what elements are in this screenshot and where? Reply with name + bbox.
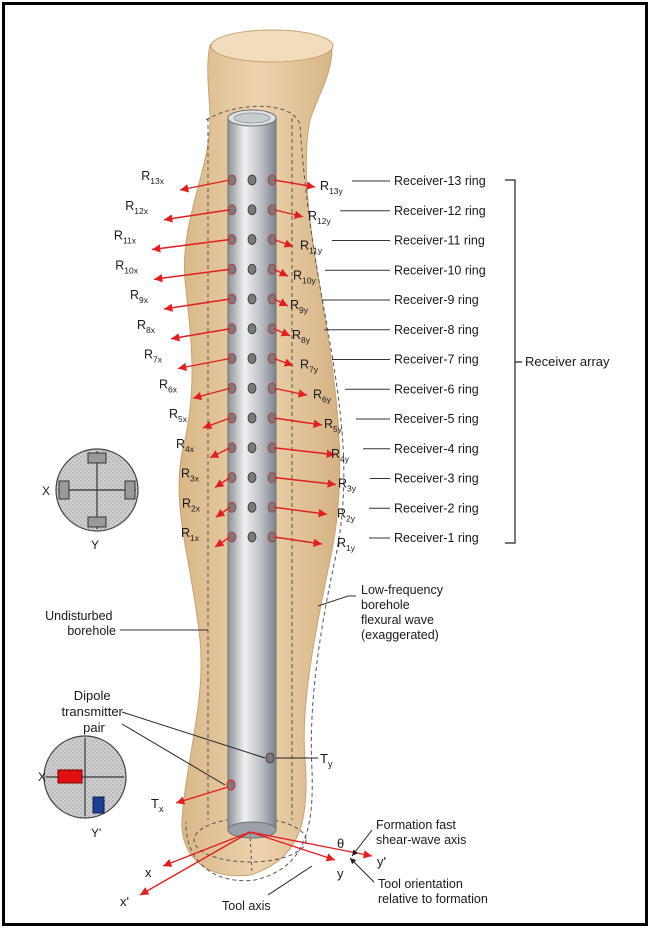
receiver-ring-label: Receiver-2 ring (394, 501, 479, 515)
receiver-x-label: R10x (115, 258, 138, 275)
formation-axis-label-group: Formation fast shear-wave axis (352, 818, 466, 856)
inset-transmitter-x-label: X (38, 770, 46, 784)
undisturbed-borehole-label: Undisturbed borehole (45, 609, 116, 638)
formation-axis-label: Formation fast shear-wave axis (376, 818, 466, 847)
receiver-ring-label: Receiver-13 ring (394, 174, 486, 188)
receiver-button (248, 383, 256, 393)
axis-x-label: x (145, 865, 152, 880)
tool-top-inner (234, 113, 270, 123)
inset-receiver-x-label: X (42, 484, 50, 498)
receiver-orientation-inset: X Y (42, 449, 138, 552)
receiver-button (248, 354, 256, 364)
receiver-button (248, 413, 256, 423)
receiver-ring-label: Receiver-11 ring (394, 234, 485, 248)
receiver-button (248, 324, 256, 334)
receiver-ring-label: Receiver-10 ring (394, 263, 486, 277)
axis-y-prime-label: y' (377, 854, 386, 869)
receiver-ring-label: Receiver-9 ring (394, 293, 479, 307)
inset-receiver-y-label: Y (91, 538, 99, 552)
tool-axis-label: Tool axis (222, 899, 271, 913)
borehole-top-opening (211, 30, 333, 62)
receiver-x-label: R8x (137, 318, 156, 335)
tx-label: Tx (151, 796, 164, 814)
tool-orientation-label: Tool orientation relative to formation (378, 877, 488, 906)
receiver-x-label: R7x (144, 348, 163, 365)
receiver-x-label: R11x (114, 229, 137, 246)
tool-orientation-label-group: Tool orientation relative to formation (350, 858, 488, 906)
receiver-ring-label: Receiver-1 ring (394, 531, 479, 545)
undisturbed-label-group: Undisturbed borehole (45, 609, 208, 638)
receiver-ring-label: Receiver-8 ring (394, 323, 479, 337)
receiver-ring-label: Receiver-7 ring (394, 353, 479, 367)
receiver-y-label: R13y (320, 179, 343, 196)
transmitter-orientation-inset: X Y' (38, 736, 126, 840)
receiver-y-label: R2y (337, 506, 356, 523)
axis-x-prime-label: x' (120, 894, 129, 909)
receiver-button (248, 264, 256, 274)
axis-y-label: y (337, 866, 344, 881)
receiver-x-label: R6x (159, 377, 178, 394)
receiver-ring-label: Receiver-12 ring (394, 204, 486, 218)
receiver-button (248, 235, 256, 245)
theta-label: θ (337, 836, 344, 851)
receiver-ring-label: Receiver-6 ring (394, 382, 479, 396)
receiver-y-label: R12y (308, 209, 331, 226)
receiver-ring-label: Receiver-4 ring (394, 442, 479, 456)
receiver-y-label: R1y (337, 536, 356, 553)
receiver-button (248, 502, 256, 512)
receiver-array-label: Receiver array (525, 354, 610, 369)
inset-transmitter-y-label: Y' (91, 826, 101, 840)
receiver-ring-label: Receiver-5 ring (394, 412, 479, 426)
receiver-x-label: R9x (130, 288, 149, 305)
receiver-button (248, 532, 256, 542)
receiver-button (248, 443, 256, 453)
receiver-x-label: R13x (141, 169, 164, 186)
receiver-x-label: R12x (125, 199, 148, 216)
ty-label: Ty (320, 751, 333, 769)
receiver-array-bracket: Receiver array (505, 180, 610, 543)
receiver-button (248, 205, 256, 215)
receiver-y-label: R3y (338, 477, 357, 494)
receiver-button (248, 175, 256, 185)
receiver-button (248, 473, 256, 483)
low-frequency-label-group: Low-frequency borehole flexural wave (ex… (318, 583, 446, 642)
dipole-transmitter-label: Dipole transmitter pair (61, 688, 126, 735)
receiver-ring-label: Receiver-3 ring (394, 472, 479, 486)
low-frequency-label: Low-frequency borehole flexural wave (ex… (361, 583, 446, 642)
receiver-button (248, 294, 256, 304)
receiver-x-label: R5x (169, 407, 188, 424)
